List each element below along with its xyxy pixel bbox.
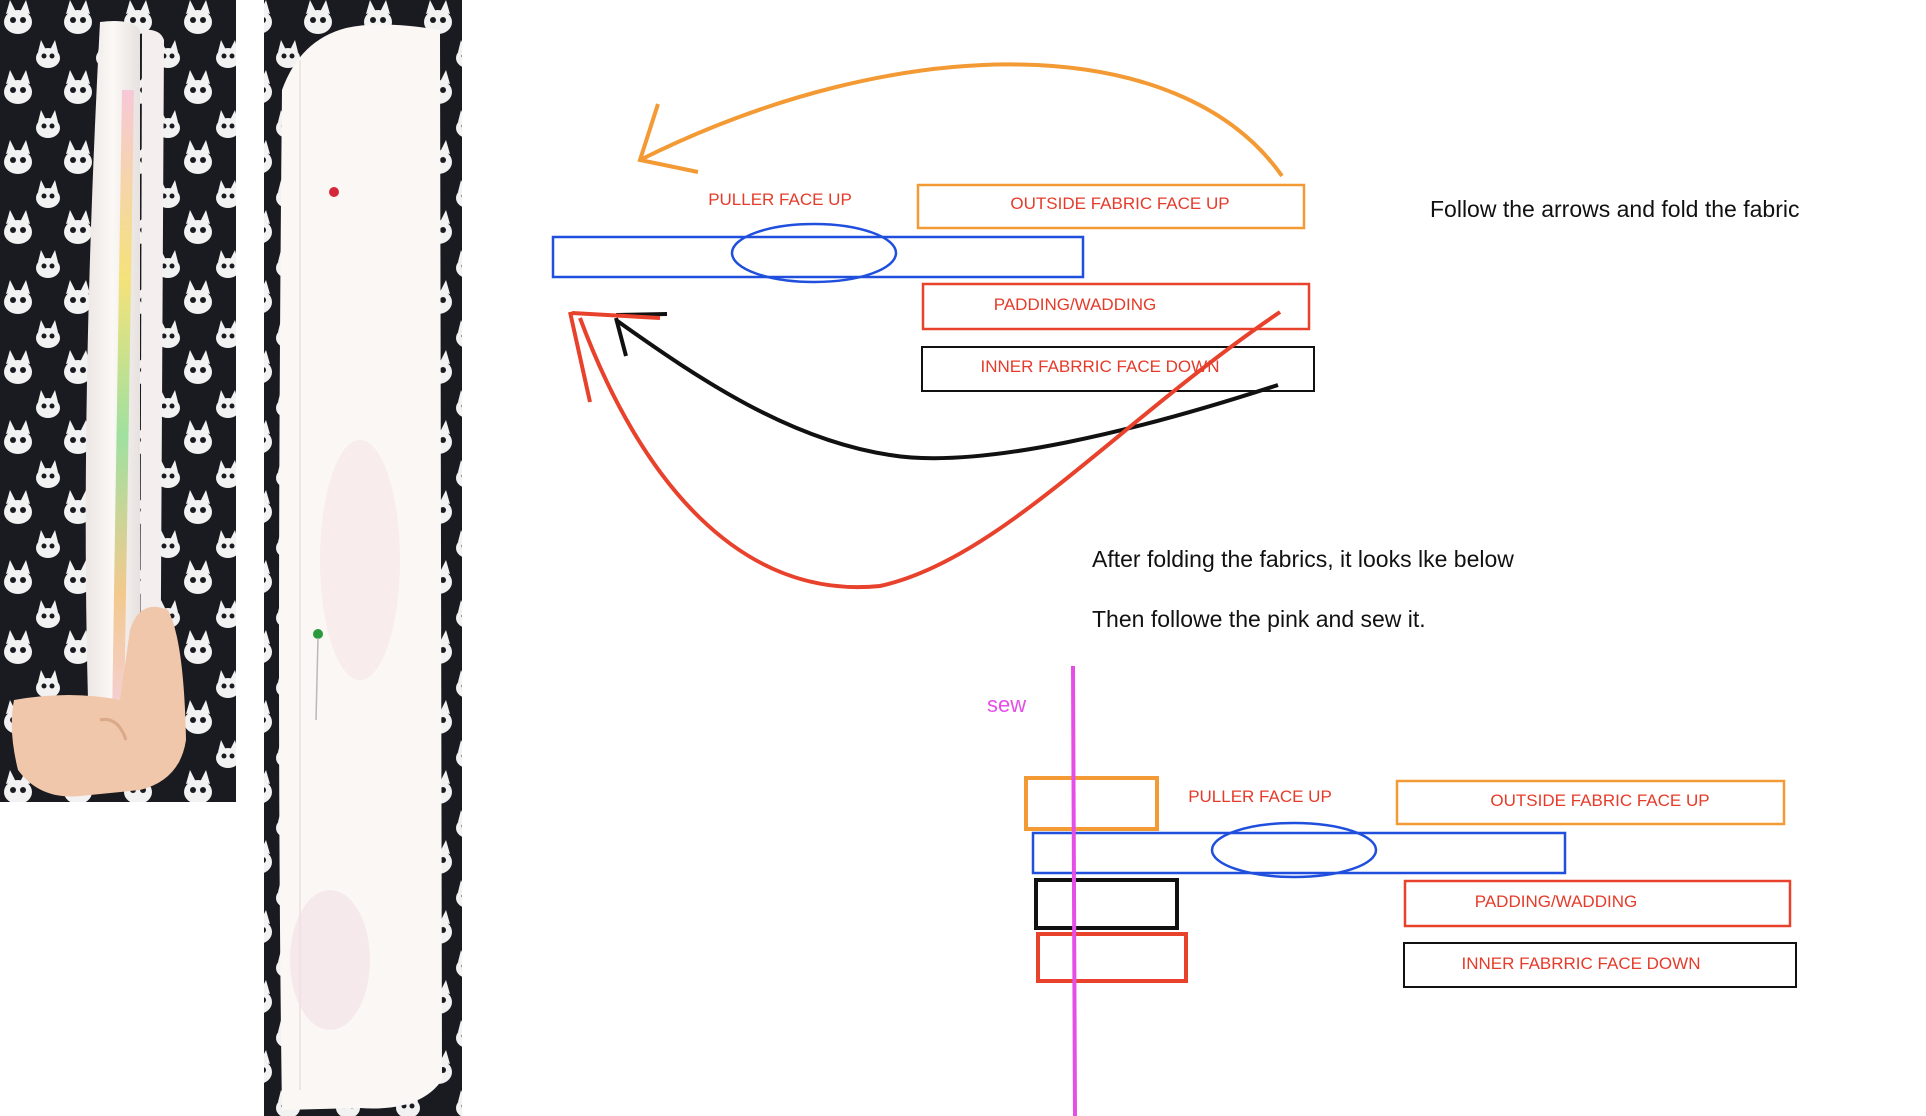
top-label-inner: INNER FABRRIC FACE DOWN [981, 357, 1220, 376]
photo-left [0, 0, 236, 802]
bottom-diagram: sew PULLER FACE UP OUTSIDE FABRIC FACE U… [987, 666, 1796, 1116]
puller-box [553, 237, 1083, 277]
top-label-padding: PADDING/WADDING [994, 295, 1156, 314]
top-label-puller: PULLER FACE UP [708, 190, 852, 209]
note-after-folding: After folding the fabrics, it looks lke … [1092, 546, 1514, 572]
instruction-fold: Follow the arrows and fold the fabric [1430, 196, 1799, 222]
photo-right [264, 0, 462, 1116]
sew-line [1073, 666, 1075, 1116]
sew-label: sew [987, 692, 1026, 717]
bottom-label-puller: PULLER FACE UP [1188, 787, 1332, 806]
orange-fold-arrow [640, 64, 1282, 176]
bottom-label-inner: INNER FABRRIC FACE DOWN [1462, 954, 1701, 973]
puller-loop [732, 224, 896, 282]
red-pin-icon [329, 187, 339, 197]
puller-box-bottom [1033, 833, 1565, 873]
top-diagram: PULLER FACE UP OUTSIDE FABRIC FACE UP PA… [553, 64, 1314, 587]
folded-inner-box [1036, 880, 1177, 928]
folded-padding-box [1038, 934, 1186, 981]
green-pin-icon [313, 629, 323, 639]
bottom-label-outside: OUTSIDE FABRIC FACE UP [1490, 791, 1709, 810]
bottom-label-padding: PADDING/WADDING [1475, 892, 1637, 911]
folded-outside-box [1026, 778, 1157, 829]
top-label-outside: OUTSIDE FABRIC FACE UP [1010, 194, 1229, 213]
note-then-sew: Then followe the pink and sew it. [1092, 606, 1426, 632]
puller-loop-bottom [1212, 823, 1376, 877]
